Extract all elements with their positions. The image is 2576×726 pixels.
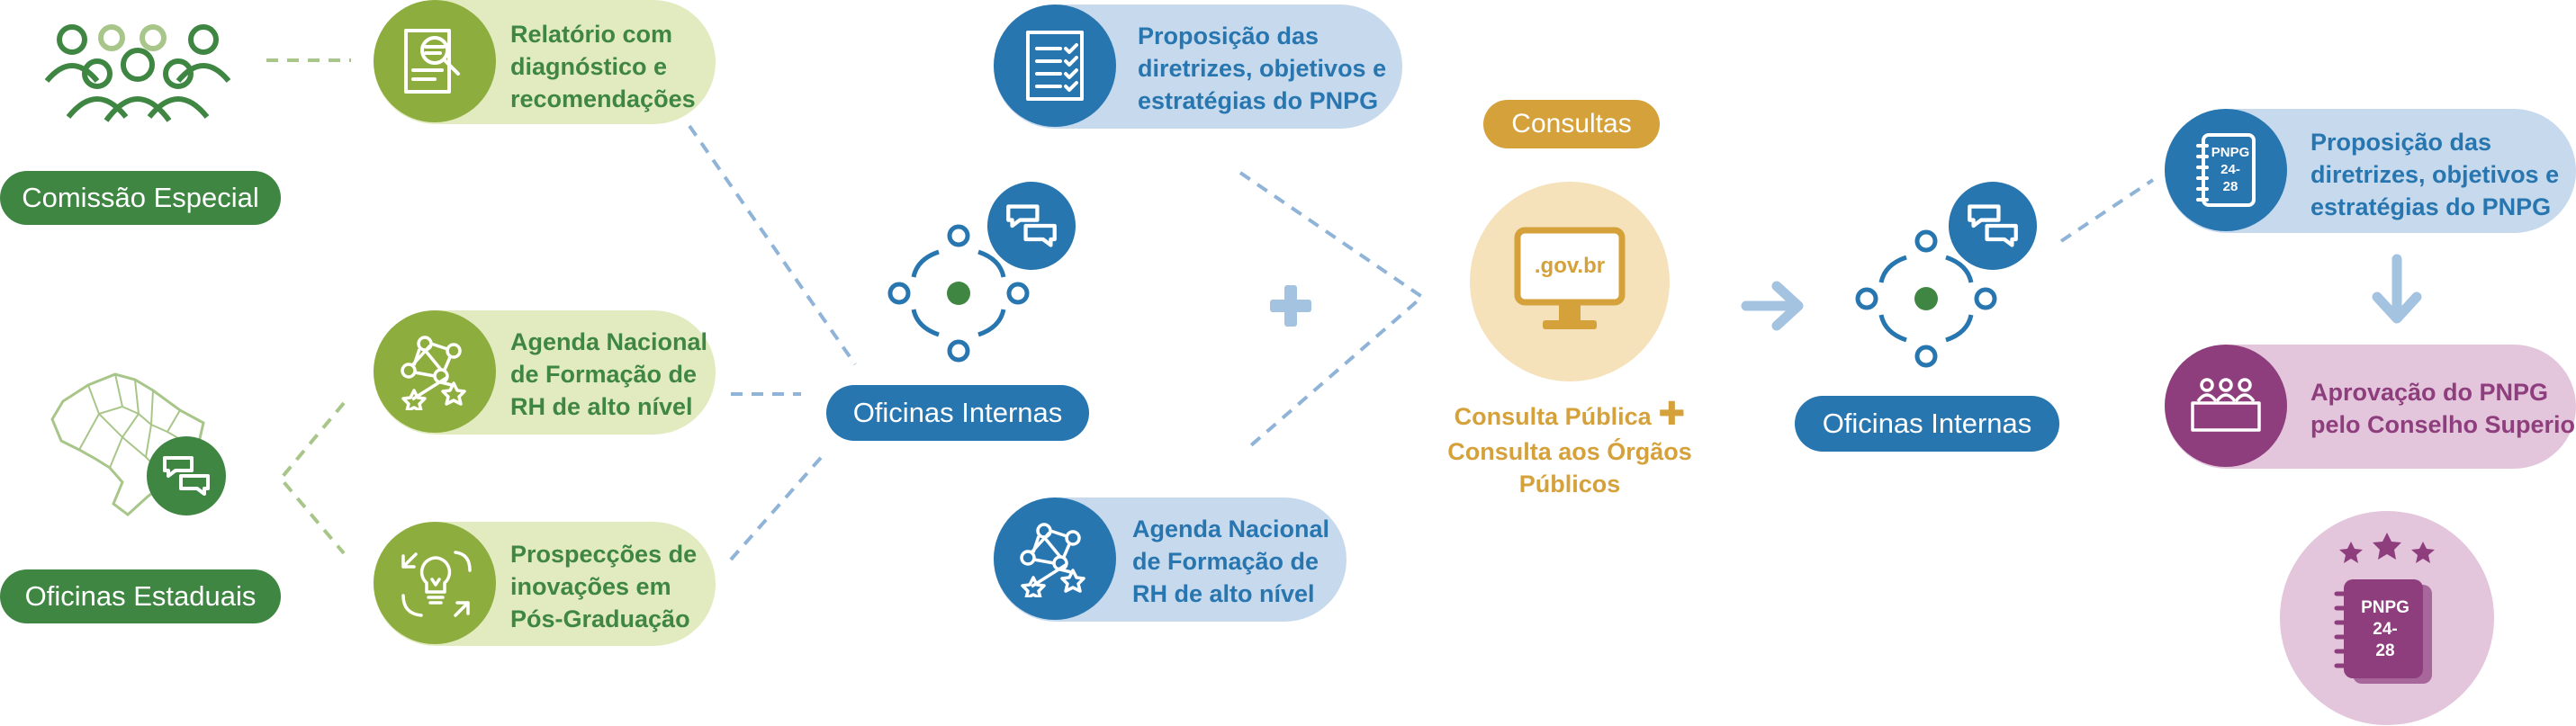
- gov-br-text: .gov.br: [1534, 254, 1606, 278]
- arrow-down-icon: [2372, 254, 2422, 324]
- network-stars-icon: [1020, 523, 1085, 597]
- approval-text: Aprovação do PNPG pelo Conselho Superior: [2310, 379, 2576, 438]
- internal-workshops-label: Oficinas Internas: [826, 385, 1089, 441]
- report-text: Relatório com diagnóstico e recomendaçõe…: [510, 21, 696, 112]
- workshop-hub-icon: [1855, 229, 1997, 368]
- consult-public-line: Consulta Pública ✚: [1454, 395, 1686, 432]
- people-group-icon: [44, 24, 231, 122]
- internal-workshops-right-label: Oficinas Internas: [1795, 396, 2059, 452]
- proposition-mid-text: Proposição das diretrizes, objetivos e e…: [1138, 22, 1387, 114]
- stars-icon: [2339, 533, 2435, 563]
- workshop-hub-icon: [887, 224, 1030, 363]
- monitor-icon: [1514, 227, 1626, 329]
- proposition-right-text: Proposição das diretrizes, objetivos e e…: [2310, 129, 2560, 220]
- agenda-left-text: Agenda Nacional de Formação de RH de alt…: [510, 328, 708, 420]
- consult-organs-line: Consulta aos Órgãos Públicos: [1447, 438, 1692, 497]
- lightbulb-cycle-icon: [401, 551, 472, 617]
- prospect-text: Prospecções de inovações em Pós-Graduaçã…: [510, 541, 698, 632]
- commission-label: Comissão Especial: [0, 171, 281, 225]
- chat-icon: [163, 456, 210, 496]
- book-icon: [2334, 579, 2432, 684]
- proposition-right-icon-circle: [2165, 109, 2287, 231]
- state-workshops-label: Oficinas Estaduais: [0, 569, 281, 623]
- arrow-right-icon: [1741, 281, 1804, 331]
- agenda-mid-text: Agenda Nacional de Formação de RH de alt…: [1132, 515, 1330, 607]
- plus-icon: ✚: [1658, 395, 1686, 432]
- checklist-icon: [1026, 31, 1084, 101]
- book-icon: [2196, 133, 2256, 207]
- consultations-badge: Consultas: [1483, 100, 1660, 148]
- meeting-icon: [2191, 378, 2261, 432]
- chat-icon: [1968, 204, 2018, 247]
- plus-icon: [1270, 285, 1311, 327]
- approval-icon-circle: [2165, 345, 2287, 467]
- network-stars-icon: [401, 336, 466, 410]
- book-large-text: PNPG 24- 28: [2361, 598, 2409, 660]
- document-search-icon: [404, 29, 460, 94]
- chat-icon: [1006, 204, 1057, 247]
- proposition-mid-icon-circle: [994, 4, 1116, 127]
- book-small-text: PNPG 24- 28: [2211, 145, 2250, 194]
